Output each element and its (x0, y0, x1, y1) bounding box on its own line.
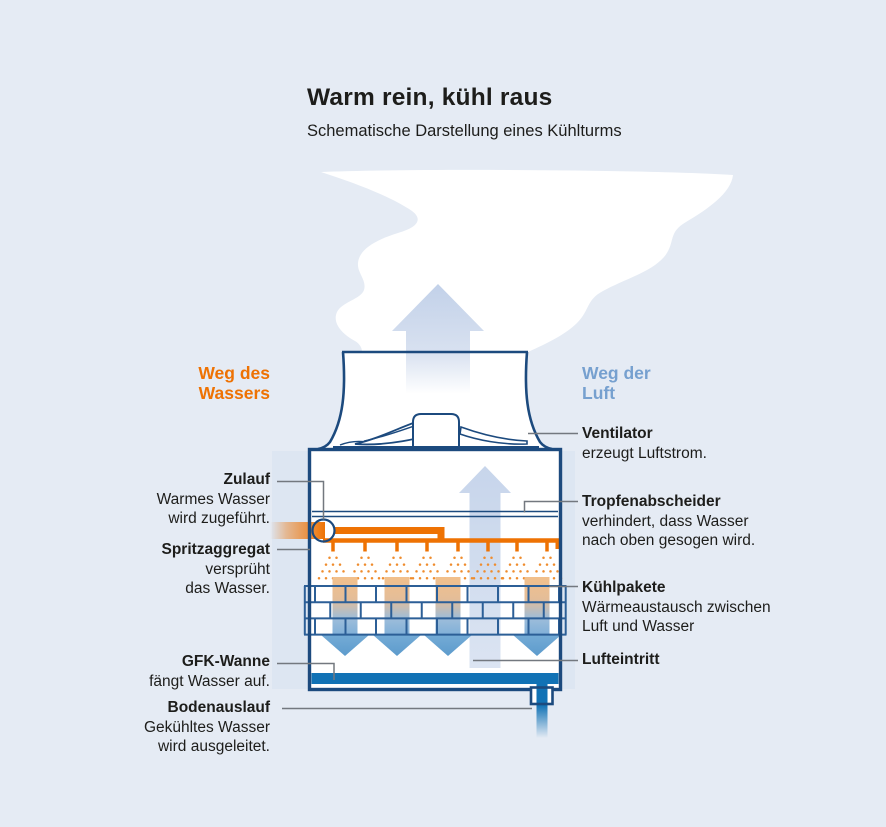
label-lufteintritt: Lufteintritt (582, 651, 660, 668)
cooling-tower-body (270, 447, 567, 738)
water-inlet (270, 518, 560, 549)
callout-lines (277, 432, 578, 710)
label-bodenauslauf: Bodenauslauf Gekühltes Wasser wird ausge… (143, 699, 270, 755)
side-air-band-left (272, 451, 308, 689)
fan-shroud (317, 350, 553, 451)
label-ventilator: Ventilator erzeugt Luftstrom. (582, 425, 707, 462)
page-subtitle: Schematische Darstellung eines Kühlturms (307, 122, 622, 140)
callout-gfk-wanne (277, 662, 335, 680)
legend-air-path: Weg der Luft (582, 363, 651, 403)
basin-water (311, 673, 559, 684)
callout-zulauf (277, 480, 325, 520)
drift-eliminator-lines (312, 510, 558, 518)
cooling-fill-bricks (303, 585, 567, 636)
legend-water-path: Weg des Wassers (198, 363, 270, 403)
spray-nozzles (317, 542, 563, 580)
callout-tropfenabscheider (523, 500, 578, 513)
label-zulauf: Zulauf Warmes Wasser wird zugeführt. (156, 471, 270, 527)
label-tropfenabscheider: Tropfenabscheider verhindert, dass Wasse… (582, 493, 756, 549)
side-air-band-right (562, 451, 575, 689)
label-spritzaggregat: Spritzaggregat versprüht das Wasser. (161, 541, 270, 597)
fan-icon (333, 413, 539, 448)
steam-cloud (321, 169, 733, 352)
page-title: Warm rein, kühl raus (307, 84, 553, 111)
drain-pipe (529, 680, 554, 738)
air-outflow-arrow (392, 284, 484, 352)
label-kuehlpakete: Kühlpakete Wärmeaustausch zwischen Luft … (582, 579, 771, 635)
falling-water-arrows (321, 577, 561, 656)
label-gfk-wanne: GFK-Wanne fängt Wasser auf. (149, 653, 270, 690)
